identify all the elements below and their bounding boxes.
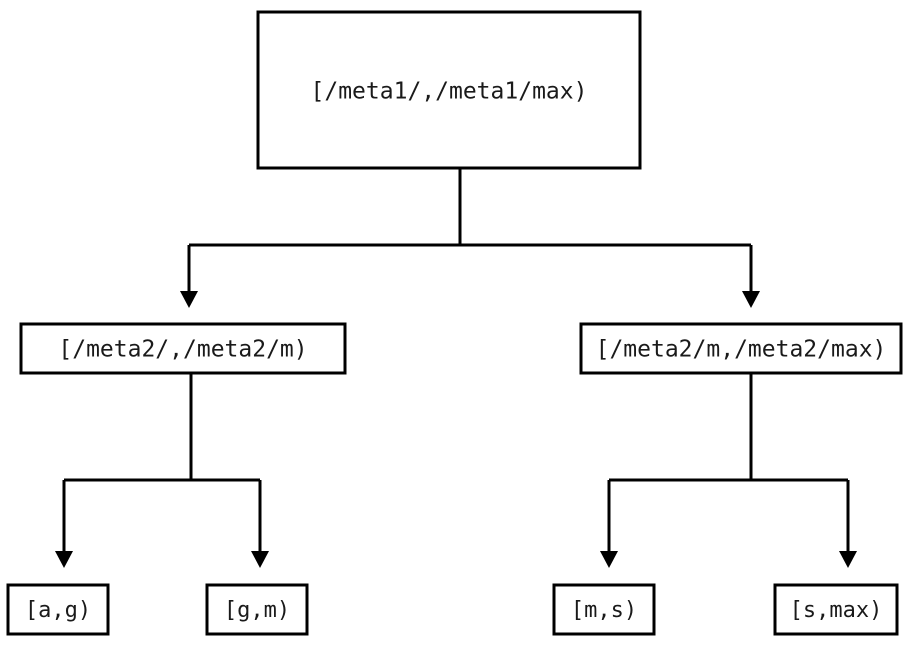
node-leaf-m-s[interactable]: [m,s) [552, 583, 656, 636]
node-mid-right[interactable]: [/meta2/m,/meta2/max) [579, 322, 903, 375]
node-leaf-s-max[interactable]: [s,max) [773, 583, 899, 636]
node-root[interactable]: [/meta1/,/meta1/max) [256, 10, 642, 170]
arrowhead-mid-right-to-leaf-s-max [839, 551, 857, 568]
node-leaf-a-g-label: [a,g) [25, 598, 91, 623]
node-mid-right-box[interactable] [579, 322, 903, 375]
arrowhead-root-to-mid-right [742, 291, 760, 308]
edge-group-mid-right [600, 373, 857, 568]
node-leaf-a-g[interactable]: [a,g) [6, 583, 110, 636]
node-leaf-g-m-box[interactable] [205, 583, 309, 636]
node-leaf-g-m[interactable]: [g,m) [205, 583, 309, 636]
node-leaf-s-max-box[interactable] [773, 583, 899, 636]
node-leaf-a-g-box[interactable] [6, 583, 110, 636]
node-mid-right-label: [/meta2/m,/meta2/max) [596, 337, 887, 363]
edge-group-mid-left [55, 373, 269, 568]
arrowhead-mid-left-to-leaf-g-m [251, 551, 269, 568]
edge-group-root [180, 168, 760, 308]
node-root-label: [/meta1/,/meta1/max) [311, 79, 588, 105]
arrowhead-mid-right-to-leaf-m-s [600, 551, 618, 568]
node-mid-left-label: [/meta2/,/meta2/m) [58, 337, 307, 363]
node-leaf-m-s-box[interactable] [552, 583, 656, 636]
node-leaf-m-s-label: [m,s) [571, 598, 637, 623]
node-root-box[interactable] [256, 10, 642, 170]
node-leaf-s-max-label: [s,max) [790, 598, 883, 623]
node-mid-left-box[interactable] [19, 322, 347, 375]
arrowhead-mid-left-to-leaf-a-g [55, 551, 73, 568]
node-mid-left[interactable]: [/meta2/,/meta2/m) [19, 322, 347, 375]
arrowhead-root-to-mid-left [180, 291, 198, 308]
node-leaf-g-m-label: [g,m) [224, 598, 290, 623]
